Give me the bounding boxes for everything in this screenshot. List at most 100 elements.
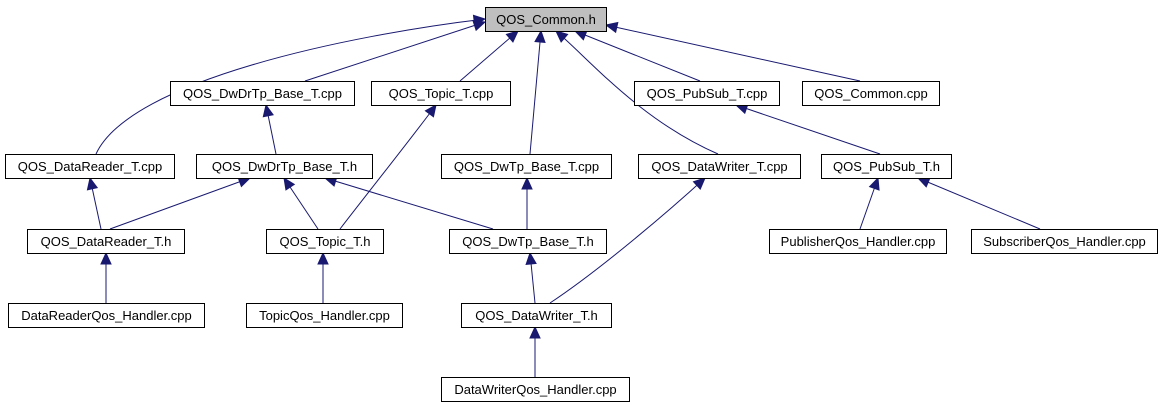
node-label: QOS_PubSub_T.cpp [647, 86, 768, 101]
edge-qos-dwtp-base-t-cpp-to-qos-common-h [529, 29, 546, 155]
node-box [196, 154, 373, 179]
arrowhead-icon [555, 30, 569, 43]
edge-qos-topic-t-h-to-qos-dwdrtp-base-t-h [283, 176, 319, 230]
edge-subscriberqos-handler-cpp-to-qos-pubsub-t-h [916, 177, 1041, 230]
node-label: QOS_DwTp_Base_T.cpp [454, 159, 599, 174]
edge-line [304, 21, 486, 82]
edge-datareaderqos-handler-cpp-to-qos-datareader-t-h [100, 251, 112, 303]
edge-qos-topic-t-cpp-to-qos-common-h [459, 30, 519, 82]
node-label: QOS_DataReader_T.cpp [18, 159, 163, 174]
node-label: QOS_DwDrTp_Base_T.h [212, 159, 357, 174]
node-box [441, 154, 612, 179]
arrowhead-icon [604, 21, 619, 34]
node-label: PublisherQos_Handler.cpp [781, 234, 936, 249]
node-box [246, 303, 403, 328]
node-qos-topic-t-cpp[interactable]: QOS_Topic_T.cpp [371, 81, 511, 106]
edge-qos-pubsub-t-cpp-to-qos-common-h [573, 29, 701, 82]
arrowhead-icon [100, 251, 112, 265]
edge-qos-dwtp-base-t-h-to-qos-dwdrtp-base-t-h [323, 175, 494, 230]
arrowhead-icon [472, 20, 487, 32]
edge-topicqos-handler-cpp-to-qos-topic-t-h [317, 251, 329, 303]
edge-line [459, 30, 519, 82]
node-label: QOS_Common.cpp [814, 86, 927, 101]
node-box [266, 229, 384, 254]
node-topicqos-handler-cpp[interactable]: TopicQos_Handler.cpp [246, 303, 403, 328]
node-qos-pubsub-t-cpp[interactable]: QOS_PubSub_T.cpp [634, 81, 780, 106]
edge-qos-datawriter-t-h-to-qos-dwtp-base-t-h [525, 251, 537, 304]
node-box [27, 229, 185, 254]
node-label: QOS_Topic_T.cpp [389, 86, 494, 101]
node-box [485, 7, 607, 32]
edge-qos-dwtp-base-t-h-to-qos-dwtp-base-t-cpp [521, 176, 533, 229]
node-qos-dwdrtp-base-t-cpp[interactable]: QOS_DwDrTp_Base_T.cpp [170, 81, 355, 106]
node-subscriberqos-handler-cpp[interactable]: SubscriberQos_Handler.cpp [971, 229, 1158, 254]
arrowhead-icon [424, 104, 437, 118]
edge-qos-datareader-t-h-to-qos-datareader-t-cpp [86, 176, 102, 230]
edge-qos-dwdrtp-base-t-h-to-qos-dwdrtp-base-t-cpp [262, 103, 277, 155]
node-qos-datawriter-t-h[interactable]: QOS_DataWriter_T.h [461, 303, 612, 328]
node-qos-pubsub-t-h[interactable]: QOS_PubSub_T.h [821, 154, 952, 179]
arrowhead-icon [916, 177, 931, 188]
edge-qos-datawriter-t-h-to-qos-datawriter-t-cpp [549, 177, 706, 304]
node-box [638, 154, 801, 179]
node-qos-dwtp-base-t-cpp[interactable]: QOS_DwTp_Base_T.cpp [441, 154, 612, 179]
node-label: QOS_DwTp_Base_T.h [462, 234, 594, 249]
edge-line [339, 104, 437, 230]
arrowhead-icon [283, 176, 296, 191]
edge-line [574, 30, 701, 82]
arrowhead-icon [521, 176, 533, 190]
node-label: DataWriterQos_Handler.cpp [454, 382, 616, 397]
node-qos-datawriter-t-cpp[interactable]: QOS_DataWriter_T.cpp [638, 154, 801, 179]
node-box [8, 303, 205, 328]
node-box [441, 377, 630, 402]
node-qos-dwtp-base-t-h[interactable]: QOS_DwTp_Base_T.h [449, 229, 607, 254]
node-box [971, 229, 1158, 254]
node-box [371, 81, 511, 106]
edge-line [605, 24, 861, 82]
node-label: QOS_DataReader_T.h [41, 234, 172, 249]
edge-line [917, 177, 1041, 230]
node-datareaderqos-handler-cpp[interactable]: DataReaderQos_Handler.cpp [8, 303, 205, 328]
edge-line [324, 177, 494, 230]
arrowhead-icon [534, 29, 546, 43]
node-box [461, 303, 612, 328]
node-qos-datareader-t-cpp[interactable]: QOS_DataReader_T.cpp [5, 154, 175, 179]
edge-line [555, 30, 719, 155]
node-qos-dwdrtp-base-t-h[interactable]: QOS_DwDrTp_Base_T.h [196, 154, 373, 179]
node-box [634, 81, 780, 106]
node-box [449, 229, 607, 254]
node-qos-topic-t-h[interactable]: QOS_Topic_T.h [266, 229, 384, 254]
node-label: SubscriberQos_Handler.cpp [983, 234, 1146, 249]
node-label: QOS_DwDrTp_Base_T.cpp [183, 86, 342, 101]
node-box [5, 154, 175, 179]
node-qos-common-h: QOS_Common.h [485, 7, 607, 32]
edge-qos-datawriter-t-cpp-to-qos-common-h [555, 30, 719, 155]
arrowhead-icon [317, 251, 329, 265]
node-box [821, 154, 952, 179]
edge-datawriterqos-handler-cpp-to-qos-datawriter-t-h [529, 325, 541, 377]
edge-line [95, 18, 486, 155]
graph-edges [86, 14, 1041, 377]
edge-line [529, 30, 542, 155]
node-label: QOS_Topic_T.h [279, 234, 370, 249]
edge-qos-dwdrtp-base-t-cpp-to-qos-common-h [304, 20, 487, 82]
edge-qos-common-cpp-to-qos-common-h [604, 21, 861, 82]
edge-qos-topic-t-h-to-qos-topic-t-cpp [339, 104, 437, 230]
arrowhead-icon [86, 176, 99, 191]
node-qos-common-cpp[interactable]: QOS_Common.cpp [802, 81, 940, 106]
edge-publisherqos-handler-cpp-to-qos-pubsub-t-h [859, 176, 880, 230]
node-box [769, 229, 947, 254]
edge-line [735, 104, 881, 155]
edge-qos-pubsub-t-h-to-qos-pubsub-t-cpp [734, 103, 881, 155]
node-label: QOS_DataWriter_T.cpp [651, 159, 787, 174]
node-datawriterqos-handler-cpp[interactable]: DataWriterQos_Handler.cpp [441, 377, 630, 402]
node-qos-datareader-t-h[interactable]: QOS_DataReader_T.h [27, 229, 185, 254]
node-box [170, 81, 355, 106]
node-publisherqos-handler-cpp[interactable]: PublisherQos_Handler.cpp [769, 229, 947, 254]
arrowhead-icon [868, 176, 880, 191]
node-label: DataReaderQos_Handler.cpp [21, 308, 192, 323]
arrowhead-icon [692, 177, 706, 191]
arrowhead-icon [505, 30, 519, 43]
